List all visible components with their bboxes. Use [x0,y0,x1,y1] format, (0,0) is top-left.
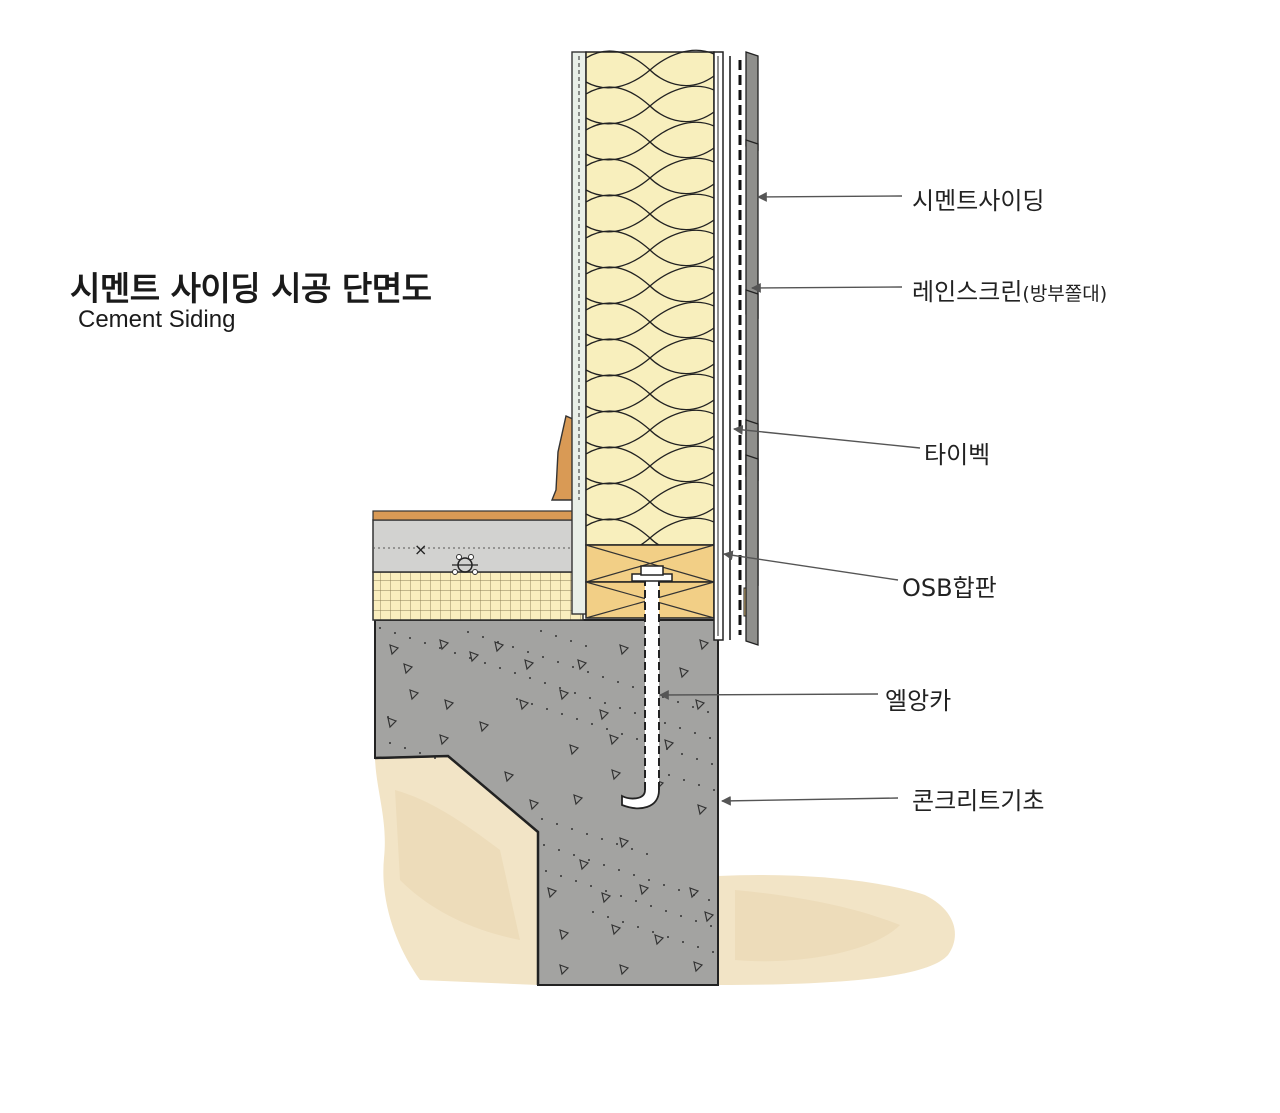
soil-left-shade [395,790,520,940]
insulation-curves [585,49,715,557]
label-osb: OSB합판 [902,574,997,602]
insulation [585,51,715,546]
floor-grid-layer [372,571,584,621]
anchor-bolt [645,578,659,793]
floor-wood [372,510,584,521]
label-concrete-foundation: 콘크리트기초 [912,787,1045,815]
svg-text:×: × [414,540,427,559]
floor-slab [372,519,584,573]
page-title: 시멘트 사이딩 시공 단면도 [70,269,432,308]
label-rain-screen-main: 레인스크린 [912,278,1023,306]
label-anchor-bolt: 엘앙카 [885,687,952,715]
label-cement-siding: 시멘트사이딩 [912,187,1045,215]
label-rain-screen: 레인스크린(방부쫄대) [912,272,1107,307]
label-tyvek: 타이벡 [924,441,991,469]
cement-siding [745,51,759,646]
page-subtitle: Cement Siding [78,306,236,333]
concrete-aggregate [379,627,715,976]
label-rain-screen-note: (방부쫄대) [1022,283,1108,305]
